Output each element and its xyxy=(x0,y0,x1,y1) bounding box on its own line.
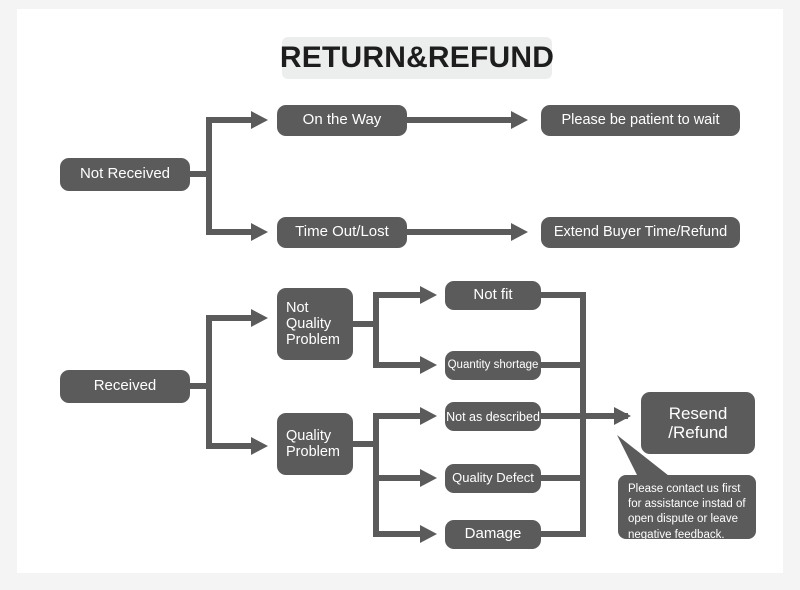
arrow-to-quality-defect xyxy=(420,469,437,487)
connector-quantity-shortage-merge xyxy=(541,362,586,368)
page-title: RETURN&REFUND xyxy=(279,41,555,74)
diagram-canvas: RETURN&REFUND Not Received On the Way Pl… xyxy=(17,9,783,573)
node-not-quality-problem-label: Not Quality Problem xyxy=(286,299,340,349)
node-not-fit-label: Not fit xyxy=(473,286,513,304)
connector-received-split xyxy=(206,315,212,449)
node-not-fit[interactable]: Not fit xyxy=(445,281,541,310)
connector-damage-merge xyxy=(541,531,586,537)
node-please-be-patient-label: Please be patient to wait xyxy=(561,112,720,129)
node-time-out-lost[interactable]: Time Out/Lost xyxy=(277,217,407,248)
node-received-label: Received xyxy=(93,377,157,395)
arrow-on-the-way-outcome xyxy=(511,111,528,129)
arrow-to-on-the-way xyxy=(251,111,268,129)
node-quantity-shortage[interactable]: Quantity shortage xyxy=(445,351,541,380)
connector-to-time-out xyxy=(206,229,253,235)
arrow-to-quality-problem xyxy=(251,437,268,455)
node-not-received[interactable]: Not Received xyxy=(60,158,190,191)
node-resend-refund-label: Resend /Refund xyxy=(668,403,728,442)
connector-merge-to-resend-refund xyxy=(580,413,628,419)
node-quantity-shortage-label: Quantity shortage xyxy=(447,359,539,372)
node-not-as-described[interactable]: Not as described xyxy=(445,402,541,431)
note-callout-text: Please contact us first for assistance i… xyxy=(628,483,746,541)
node-damage-label: Damage xyxy=(464,525,522,543)
node-on-the-way[interactable]: On the Way xyxy=(277,105,407,136)
connector-qp-to-not-as-described xyxy=(373,413,422,419)
node-quality-defect[interactable]: Quality Defect xyxy=(445,464,541,493)
connector-time-out-to-outcome xyxy=(407,229,513,235)
arrow-to-quantity-shortage xyxy=(420,356,437,374)
node-on-the-way-label: On the Way xyxy=(302,111,382,129)
connector-quality-defect-merge xyxy=(541,475,586,481)
connector-received-stem xyxy=(190,383,208,389)
arrow-to-not-quality-problem xyxy=(251,309,268,327)
note-callout: Please contact us first for assistance i… xyxy=(618,475,756,541)
node-extend-buyer-time-refund-label: Extend Buyer Time/Refund xyxy=(553,224,728,241)
node-quality-defect-label: Quality Defect xyxy=(452,470,534,486)
node-please-be-patient[interactable]: Please be patient to wait xyxy=(541,105,740,136)
connector-to-not-quality-problem xyxy=(206,315,253,321)
connector-to-on-the-way xyxy=(206,117,253,123)
connector-on-the-way-to-outcome xyxy=(407,117,513,123)
connector-nqp-split xyxy=(373,292,379,368)
node-extend-buyer-time-refund[interactable]: Extend Buyer Time/Refund xyxy=(541,217,740,248)
connector-not-as-described-merge xyxy=(541,413,586,419)
node-resend-refund[interactable]: Resend /Refund xyxy=(641,392,755,454)
arrow-to-not-as-described xyxy=(420,407,437,425)
connector-nqp-stem xyxy=(353,321,375,327)
arrow-to-damage xyxy=(420,525,437,543)
connector-qp-to-quality-defect xyxy=(373,475,422,481)
node-not-quality-problem[interactable]: Not Quality Problem xyxy=(277,288,353,360)
connector-not-fit-merge xyxy=(541,292,586,298)
arrow-to-not-fit xyxy=(420,286,437,304)
connector-nqp-to-not-fit xyxy=(373,292,422,298)
connector-qp-stem xyxy=(353,441,375,447)
arrow-to-resend-refund xyxy=(614,407,631,425)
node-damage[interactable]: Damage xyxy=(445,520,541,549)
node-time-out-lost-label: Time Out/Lost xyxy=(295,223,389,241)
node-quality-problem-label: Quality Problem xyxy=(286,427,340,460)
connector-to-quality-problem xyxy=(206,443,253,449)
node-quality-problem[interactable]: Quality Problem xyxy=(277,413,353,475)
connector-not-received-split xyxy=(206,117,212,235)
arrow-to-time-out xyxy=(251,223,268,241)
arrow-time-out-outcome xyxy=(511,223,528,241)
connector-nqp-to-quantity-shortage xyxy=(373,362,422,368)
node-not-as-described-label: Not as described xyxy=(446,409,540,424)
page-title-chip: RETURN&REFUND xyxy=(279,37,555,79)
connector-not-received-stem xyxy=(190,171,208,177)
node-received[interactable]: Received xyxy=(60,370,190,403)
connector-qp-to-damage xyxy=(373,531,422,537)
node-not-received-label: Not Received xyxy=(79,165,171,183)
